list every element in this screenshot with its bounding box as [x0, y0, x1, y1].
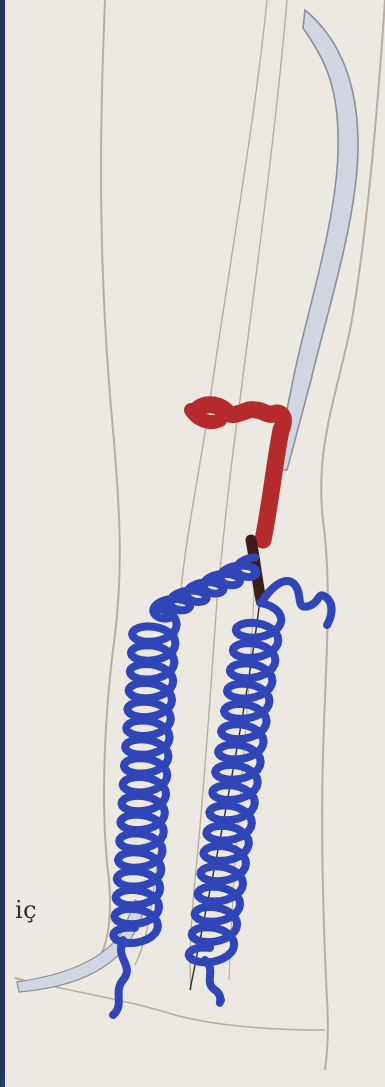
paper-background [5, 0, 385, 1087]
caption-label: iç [15, 896, 37, 924]
leg-vein-diagram [5, 0, 385, 1087]
